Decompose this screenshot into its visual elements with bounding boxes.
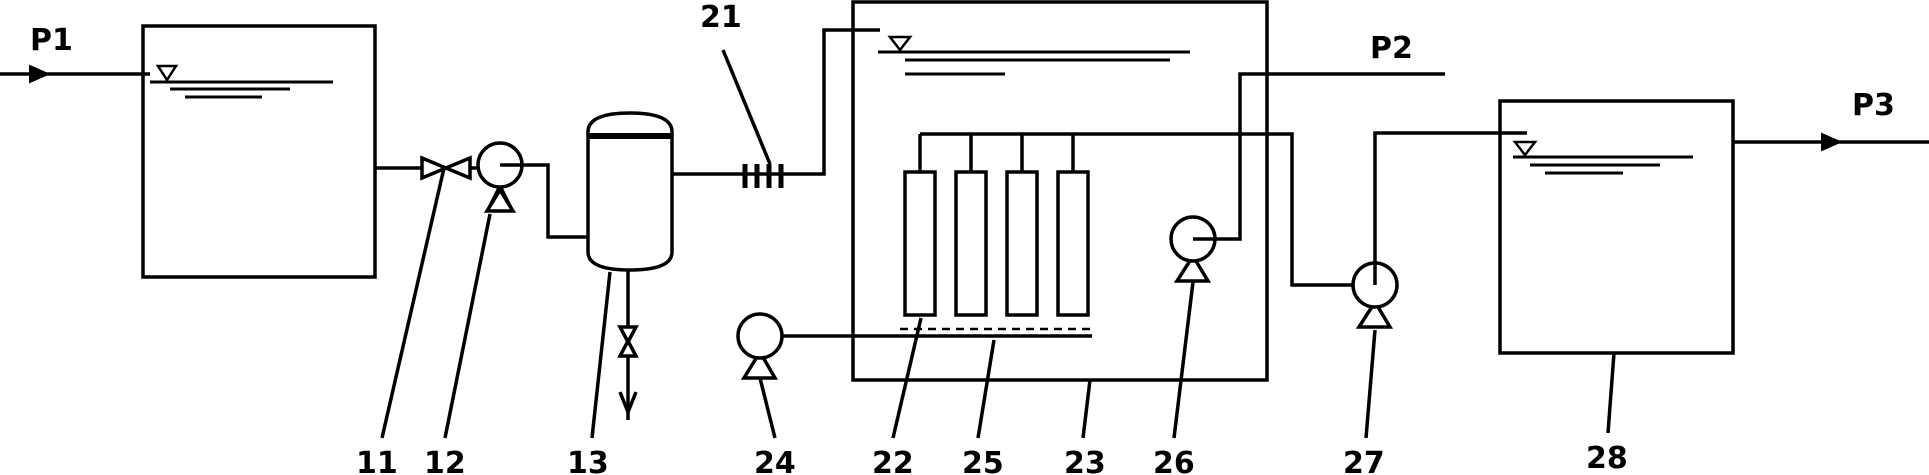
membrane-modules — [903, 132, 1352, 317]
label-p3: P3 — [1852, 88, 1895, 123]
valve-icon — [420, 155, 472, 181]
water-level-icon — [155, 64, 179, 83]
label-22: 22 — [872, 446, 914, 475]
static-mixer-icon — [742, 164, 784, 188]
label-25: 25 — [962, 446, 1004, 475]
product-water-tank — [1498, 99, 1929, 355]
pump-26-icon — [1169, 72, 1445, 283]
label-p1: P1 — [30, 23, 73, 58]
leader-lines — [380, 49, 1616, 439]
label-12: 12 — [424, 446, 466, 475]
blower-24-icon — [736, 312, 784, 380]
water-level-icon-2 — [887, 35, 913, 53]
water-level-icon-3 — [1512, 140, 1538, 158]
aerator-pipe — [780, 327, 1092, 338]
inlet-p1: P1 — [0, 23, 150, 84]
raw-water-tank — [141, 24, 377, 279]
pump-27-icon — [1351, 131, 1527, 329]
label-p2: P2 — [1370, 31, 1413, 66]
drain-valve-icon — [617, 325, 639, 358]
label-11: 11 — [356, 446, 398, 475]
membrane-bioreactor-tank — [851, 0, 1269, 382]
label-21: 21 — [700, 0, 742, 35]
label-28: 28 — [1586, 441, 1628, 475]
label-26: 26 — [1153, 446, 1195, 475]
reactor-vessel — [586, 111, 674, 420]
label-13: 13 — [567, 446, 609, 475]
pump-12-icon — [476, 141, 535, 213]
label-23: 23 — [1064, 446, 1106, 475]
label-27: 27 — [1343, 446, 1385, 475]
label-24: 24 — [754, 446, 796, 475]
